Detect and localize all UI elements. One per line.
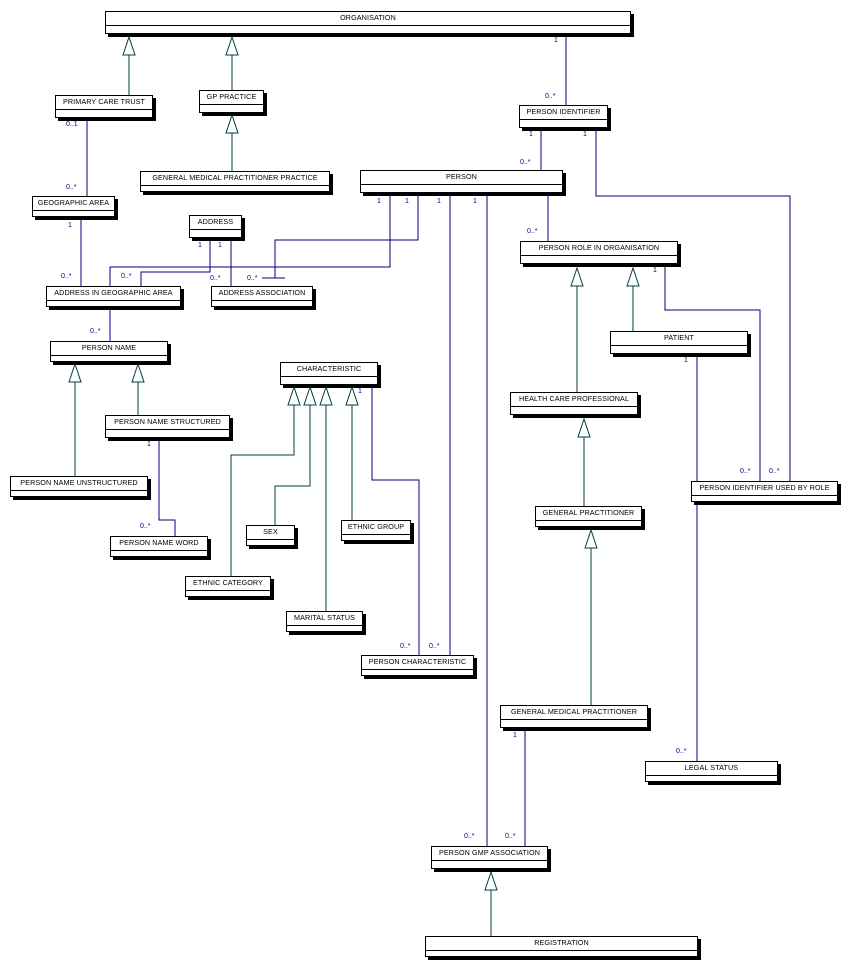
entity-address-association[interactable]: ADDRESS ASSOCIATION bbox=[211, 286, 313, 307]
entity-legal-status[interactable]: LEGAL STATUS bbox=[645, 761, 778, 782]
entity-person-name[interactable]: PERSON NAME bbox=[50, 341, 168, 362]
entity-label: PERSON NAME STRUCTURED bbox=[106, 416, 229, 430]
entity-label: PERSON CHARACTERISTIC bbox=[362, 656, 473, 670]
mult-label: 0..* bbox=[66, 184, 77, 191]
entity-person-gmp-association[interactable]: PERSON GMP ASSOCIATION bbox=[431, 846, 548, 869]
mult-label: 0..* bbox=[520, 159, 531, 166]
entity-label: PERSON NAME bbox=[51, 342, 167, 356]
mult-label: 0..* bbox=[429, 643, 440, 650]
entity-label: GENERAL MEDICAL PRACTITIONER bbox=[501, 706, 647, 720]
mult-label: 1 bbox=[473, 198, 477, 205]
mult-label: 1 bbox=[529, 131, 533, 138]
entity-person-identifier-used-by-role[interactable]: PERSON IDENTIFIER USED BY ROLE bbox=[691, 481, 838, 502]
mult-label: 0..* bbox=[400, 643, 411, 650]
entity-label: ETHNIC GROUP bbox=[342, 521, 410, 535]
entity-label: PERSON ROLE IN ORGANISATION bbox=[521, 242, 677, 256]
mult-label: 0..* bbox=[676, 748, 687, 755]
entity-label: PERSON GMP ASSOCIATION bbox=[432, 847, 547, 861]
entity-ethnic-category[interactable]: ETHNIC CATEGORY bbox=[185, 576, 271, 597]
mult-label: 1 bbox=[377, 198, 381, 205]
mult-label: 0..* bbox=[464, 833, 475, 840]
entity-marital-status[interactable]: MARITAL STATUS bbox=[286, 611, 363, 632]
entity-label: CHARACTERISTIC bbox=[281, 363, 377, 377]
mult-label: 1 bbox=[358, 388, 362, 395]
mult-label: 0..* bbox=[61, 273, 72, 280]
mult-label: 1 bbox=[198, 242, 202, 249]
entity-person-role-in-organisation[interactable]: PERSON ROLE IN ORGANISATION bbox=[520, 241, 678, 264]
multiplicity-labels: 1 0..* 0..1 0..* 1 1 0..* 1 1 1 1 1 0..*… bbox=[61, 37, 780, 840]
mult-label: 1 bbox=[554, 37, 558, 44]
mult-label: 0..* bbox=[121, 273, 132, 280]
entity-label: PERSON bbox=[361, 171, 562, 185]
mult-label: 0..* bbox=[140, 523, 151, 530]
mult-label: 1 bbox=[437, 198, 441, 205]
entity-label: PERSON IDENTIFIER USED BY ROLE bbox=[692, 482, 837, 496]
mult-label: 1 bbox=[218, 242, 222, 249]
entity-label: ETHNIC CATEGORY bbox=[186, 577, 270, 591]
entity-label: PERSON NAME WORD bbox=[111, 537, 207, 551]
mult-label: 0..* bbox=[505, 833, 516, 840]
entity-person-name-unstructured[interactable]: PERSON NAME UNSTRUCTURED bbox=[10, 476, 148, 497]
entity-label: REGISTRATION bbox=[426, 937, 697, 951]
mult-label: 0..* bbox=[545, 93, 556, 100]
entity-person-name-word[interactable]: PERSON NAME WORD bbox=[110, 536, 208, 557]
entity-label: ADDRESS bbox=[190, 216, 241, 230]
mult-label: 0..* bbox=[210, 275, 221, 282]
entity-organisation[interactable]: ORGANISATION bbox=[105, 11, 631, 34]
mult-label: 0..* bbox=[740, 468, 751, 475]
entity-label: HEALTH CARE PROFESSIONAL bbox=[511, 393, 637, 407]
mult-label: 1 bbox=[405, 198, 409, 205]
mult-label: 1 bbox=[147, 441, 151, 448]
mult-label: 0..* bbox=[90, 328, 101, 335]
entity-label: ORGANISATION bbox=[106, 12, 630, 26]
generalisation-triangles bbox=[68, 35, 640, 891]
mult-label: 1 bbox=[684, 357, 688, 364]
entity-ethnic-group[interactable]: ETHNIC GROUP bbox=[341, 520, 411, 541]
entity-label: GP PRACTICE bbox=[200, 91, 263, 105]
entity-label: PATIENT bbox=[611, 332, 747, 346]
entity-label: GENERAL PRACTITIONER bbox=[536, 507, 641, 521]
entity-person[interactable]: PERSON bbox=[360, 170, 563, 193]
entity-label: SEX bbox=[247, 526, 294, 540]
entity-address-in-geographic-area[interactable]: ADDRESS IN GEOGRAPHIC AREA bbox=[46, 286, 181, 307]
mult-label: 0..1 bbox=[66, 121, 78, 128]
mult-label: 1 bbox=[68, 222, 72, 229]
entity-label: GEOGRAPHIC AREA bbox=[33, 197, 114, 211]
entity-registration[interactable]: REGISTRATION bbox=[425, 936, 698, 957]
entity-person-name-structured[interactable]: PERSON NAME STRUCTURED bbox=[105, 415, 230, 438]
mult-label: 0..* bbox=[247, 275, 258, 282]
generalisation-lines bbox=[74, 55, 634, 936]
entity-patient[interactable]: PATIENT bbox=[610, 331, 748, 354]
mult-label: 1 bbox=[583, 131, 587, 138]
entity-label: GENERAL MEDICAL PRACTITIONER PRACTICE bbox=[141, 172, 329, 186]
entity-label: MARITAL STATUS bbox=[287, 612, 362, 626]
mult-label: 1 bbox=[513, 732, 517, 739]
entity-address[interactable]: ADDRESS bbox=[189, 215, 242, 238]
entity-label: PERSON IDENTIFIER bbox=[520, 106, 607, 120]
entity-label: PERSON NAME UNSTRUCTURED bbox=[11, 477, 147, 491]
entity-sex[interactable]: SEX bbox=[246, 525, 295, 546]
entity-geographic-area[interactable]: GEOGRAPHIC AREA bbox=[32, 196, 115, 217]
entity-label: ADDRESS IN GEOGRAPHIC AREA bbox=[47, 287, 180, 301]
entity-health-care-professional[interactable]: HEALTH CARE PROFESSIONAL bbox=[510, 392, 638, 415]
entity-primary-care-trust[interactable]: PRIMARY CARE TRUST bbox=[55, 95, 153, 118]
association-lines bbox=[80, 34, 791, 846]
entity-person-characteristic[interactable]: PERSON CHARACTERISTIC bbox=[361, 655, 474, 676]
entity-general-medical-practitioner-practice[interactable]: GENERAL MEDICAL PRACTITIONER PRACTICE bbox=[140, 171, 330, 192]
mult-label: 1 bbox=[653, 267, 657, 274]
entity-person-identifier[interactable]: PERSON IDENTIFIER bbox=[519, 105, 608, 128]
entity-general-practitioner[interactable]: GENERAL PRACTITIONER bbox=[535, 506, 642, 527]
entity-label: LEGAL STATUS bbox=[646, 762, 777, 776]
mult-label: 0..* bbox=[769, 468, 780, 475]
entity-characteristic[interactable]: CHARACTERISTIC bbox=[280, 362, 378, 385]
entity-label: ADDRESS ASSOCIATION bbox=[212, 287, 312, 301]
entity-gp-practice[interactable]: GP PRACTICE bbox=[199, 90, 264, 113]
mult-label: 0..* bbox=[527, 228, 538, 235]
entity-label: PRIMARY CARE TRUST bbox=[56, 96, 152, 110]
entity-general-medical-practitioner[interactable]: GENERAL MEDICAL PRACTITIONER bbox=[500, 705, 648, 728]
